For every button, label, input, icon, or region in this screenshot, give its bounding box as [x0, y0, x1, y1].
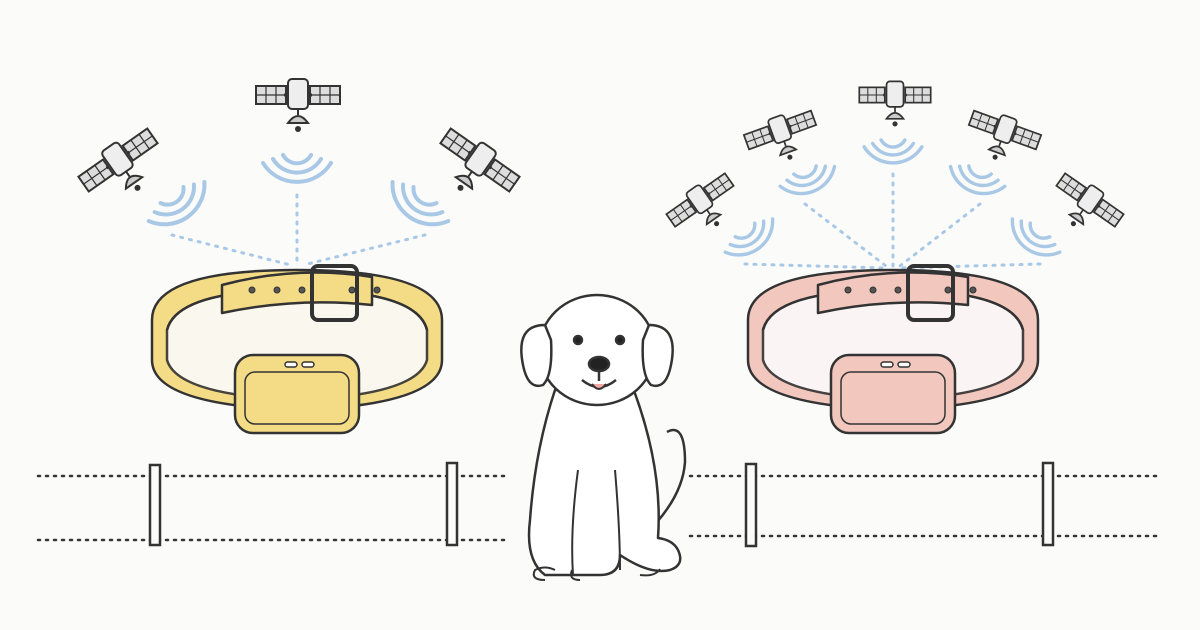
signal-dotted-line — [170, 233, 293, 267]
satellite-icon — [959, 103, 1045, 174]
satellite-icon — [254, 77, 342, 134]
signal-dotted-line — [301, 233, 427, 267]
signal-waves-icon — [776, 158, 842, 204]
satellite-icon — [72, 121, 176, 216]
satellite-icon — [1041, 167, 1129, 248]
collar-strap — [220, 271, 374, 315]
gps-device-icon — [829, 353, 957, 435]
signal-waves-icon — [862, 138, 924, 165]
signal-waves-icon — [379, 173, 455, 239]
satellite-icon — [422, 121, 526, 216]
collar-strap — [816, 271, 970, 315]
signal-waves-icon — [1001, 211, 1066, 268]
signal-waves-icon — [142, 173, 218, 239]
gps-device-icon — [233, 353, 361, 435]
collar-buckle — [310, 264, 359, 322]
yellow-gps-collar — [150, 264, 444, 435]
signal-waves-icon — [943, 158, 1009, 204]
fence-left — [36, 461, 512, 547]
signal-waves-icon — [261, 153, 333, 184]
fence-right — [688, 461, 1164, 548]
satellite-icon — [858, 80, 932, 128]
left-satellite-group — [72, 77, 526, 267]
dog-icon — [520, 293, 687, 581]
signal-dotted-line — [803, 202, 891, 270]
collar-buckle — [906, 264, 955, 322]
satellite-icon — [740, 103, 826, 174]
pink-gps-collar — [746, 264, 1040, 435]
right-satellite-group — [661, 80, 1129, 270]
signal-waves-icon — [719, 211, 784, 268]
signal-dotted-line — [743, 262, 888, 270]
satellite-icon — [661, 167, 749, 248]
signal-dotted-line — [895, 202, 982, 270]
